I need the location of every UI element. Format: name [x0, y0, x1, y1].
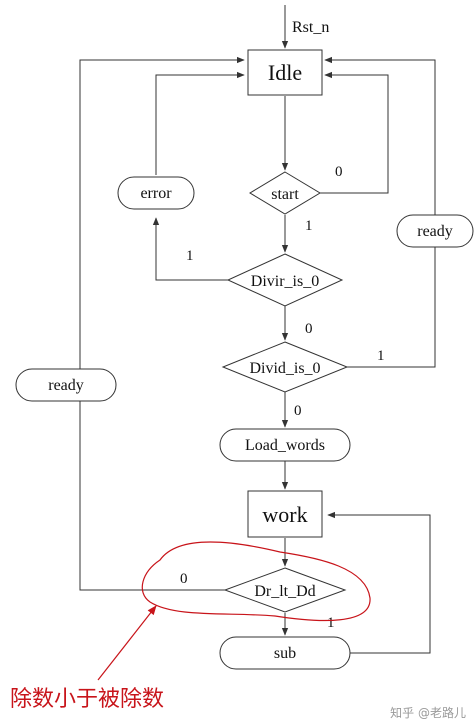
start-no-edge — [320, 71, 389, 194]
compare-no-edge — [79, 56, 245, 591]
divid-label: Divid_is_0 — [249, 360, 320, 377]
annotation-circle — [141, 541, 371, 622]
annotation-text: 除数小于被除数 — [10, 687, 164, 712]
divid-yes-edge — [324, 56, 436, 368]
sub-label: sub — [274, 645, 296, 662]
start-no-label: 0 — [335, 164, 343, 180]
divir-is-0-decision: Divir_is_0 — [226, 253, 344, 307]
dr-lt-dd-label: Dr_lt_Dd — [254, 583, 315, 600]
dr-lt-dd-yes-label: 1 — [327, 615, 335, 631]
divid-no-label: 0 — [294, 403, 302, 419]
divir-no-label: 0 — [305, 321, 313, 337]
reset-label: Rst_n — [292, 19, 329, 36]
error-label: error — [140, 185, 172, 202]
divir-yes-label: 1 — [186, 248, 194, 264]
watermark: 知乎 @老路儿 — [390, 705, 466, 720]
error-node: error — [117, 176, 195, 210]
ready-right-node: ready — [396, 214, 474, 248]
ready-right-label: ready — [417, 223, 453, 240]
work-state: work — [247, 490, 323, 538]
dr-lt-dd-no-label: 0 — [180, 571, 188, 587]
ready-left-node: ready — [15, 368, 117, 402]
work-label: work — [262, 502, 307, 527]
start-label: start — [271, 186, 299, 203]
error-to-idle-edge — [155, 71, 245, 175]
sub-node: sub — [219, 636, 351, 670]
divir-label: Divir_is_0 — [251, 273, 319, 290]
divid-is-0-decision: Divid_is_0 — [221, 341, 349, 393]
divid-yes-label: 1 — [377, 348, 385, 364]
divir-yes-edge — [152, 217, 228, 281]
load-words-node: Load_words — [219, 428, 351, 462]
load-words-label: Load_words — [245, 437, 325, 454]
start-yes-label: 1 — [305, 218, 313, 234]
idle-label: Idle — [268, 60, 302, 85]
dr-lt-dd-decision: Dr_lt_Dd — [223, 567, 347, 613]
ready-left-label: ready — [48, 377, 84, 394]
idle-state: Idle — [247, 49, 323, 96]
sub-to-work-edge — [327, 511, 431, 654]
start-decision: start — [249, 171, 321, 215]
annotation-arrow — [97, 605, 157, 681]
